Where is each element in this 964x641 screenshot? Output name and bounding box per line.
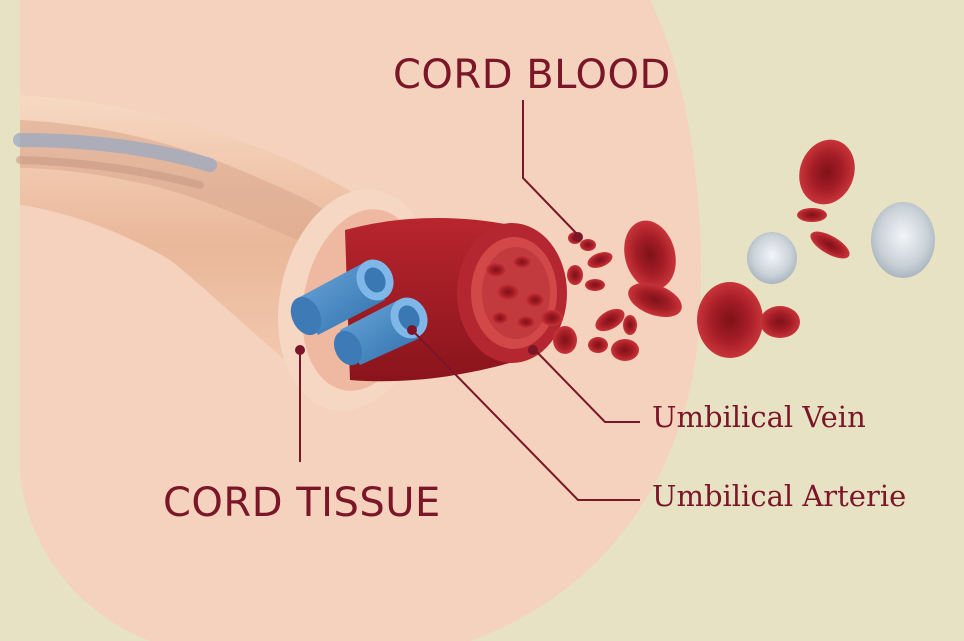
umbilical-vein-label: Umbilical Vein bbox=[652, 400, 866, 434]
leader-dots bbox=[295, 232, 583, 355]
cord-blood-label: CORD BLOOD bbox=[393, 52, 671, 98]
umbilical-arterie-leader bbox=[411, 329, 640, 501]
umbilical-vein-leader bbox=[534, 349, 640, 423]
cord-blood-leader bbox=[522, 100, 579, 236]
umbilical-arteries-illustration bbox=[290, 259, 428, 366]
umbilical-vein-illustration bbox=[345, 218, 567, 382]
cord-tissue-label: CORD TISSUE bbox=[163, 480, 441, 526]
umbilical-arterie-label: Umbilical Arterie bbox=[652, 479, 907, 513]
leader-lines bbox=[299, 100, 640, 501]
blood-cells bbox=[541, 139, 935, 361]
